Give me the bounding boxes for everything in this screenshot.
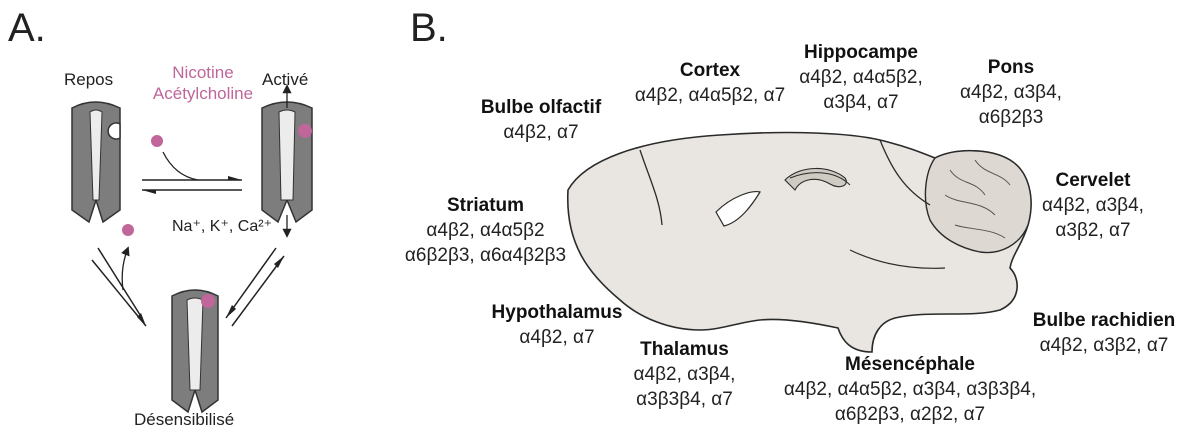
ligand-binding-arrow <box>151 135 198 180</box>
region-subunits: α4β2, α3β4, α3β3β4, α7 <box>612 362 757 412</box>
region-name: Cervelet <box>1018 168 1168 193</box>
region-name: Bulbe olfactif <box>466 95 616 120</box>
region-hippocampe: Hippocampe α4β2, α4α5β2, α3β4, α7 <box>776 40 946 115</box>
region-subunits: α4β2, α4α5β2, α3β4, α7 <box>776 65 946 115</box>
receptor-active <box>262 86 312 236</box>
panel-b-letter: B. <box>410 6 448 51</box>
region-name: Thalamus <box>612 337 757 362</box>
state-active-label: Activé <box>262 70 308 90</box>
equilibrium-arrows-active-desensitized <box>226 248 284 326</box>
region-thalamus: Thalamus α4β2, α3β4, α3β3β4, α7 <box>612 337 757 412</box>
region-name: Mésencéphale <box>760 352 1060 377</box>
agonist-label: Nicotine Acétylcholine <box>148 62 258 104</box>
equilibrium-arrows-rest-desensitized <box>92 224 146 326</box>
region-cervelet: Cervelet α4β2, α3β4, α3β2, α7 <box>1018 168 1168 243</box>
region-bulbe-rachidien: Bulbe rachidien α4β2, α3β2, α7 <box>1018 308 1190 358</box>
panel-a-letter: A. <box>8 6 46 51</box>
region-subunits: α4β2, α4α5β2 α6β2β3, α6α4β2β3 <box>393 218 578 268</box>
region-cortex: Cortex α4β2, α4α5β2, α7 <box>625 58 795 108</box>
region-mesencephale: Mésencéphale α4β2, α4α5β2, α3β4, α3β3β4,… <box>760 352 1060 427</box>
region-subunits: α4β2, α3β2, α7 <box>1018 333 1190 358</box>
region-name: Hippocampe <box>776 40 946 65</box>
agonist-acetylcholine: Acétylcholine <box>153 84 253 103</box>
region-striatum: Striatum α4β2, α4α5β2 α6β2β3, α6α4β2β3 <box>393 193 578 268</box>
region-subunits: α4β2, α3β4, α6β2β3 <box>936 80 1086 130</box>
agonist-nicotine: Nicotine <box>172 63 233 82</box>
region-name: Cortex <box>625 58 795 83</box>
region-name: Striatum <box>393 193 578 218</box>
receptor-rest <box>72 102 120 222</box>
region-name: Pons <box>936 55 1086 80</box>
region-pons: Pons α4β2, α3β4, α6β2β3 <box>936 55 1086 130</box>
receptor-desensitized <box>172 290 218 412</box>
region-name: Hypothalamus <box>472 300 642 325</box>
state-rest-label: Repos <box>64 70 113 90</box>
region-subunits: α4β2, α7 <box>466 120 616 145</box>
region-subunits: α4β2, α4α5β2, α3β4, α3β3β4, α6β2β3, α2β2… <box>760 377 1060 427</box>
ion-flux-label: Na⁺, K⁺, Ca²⁺ <box>172 216 272 236</box>
region-subunits: α4β2, α4α5β2, α7 <box>625 83 795 108</box>
region-bulbe-olfactif: Bulbe olfactif α4β2, α7 <box>466 95 616 145</box>
region-subunits: α4β2, α3β4, α3β2, α7 <box>1018 193 1168 243</box>
state-desensitized-label: Désensibilisé <box>134 410 234 430</box>
region-name: Bulbe rachidien <box>1018 308 1190 333</box>
